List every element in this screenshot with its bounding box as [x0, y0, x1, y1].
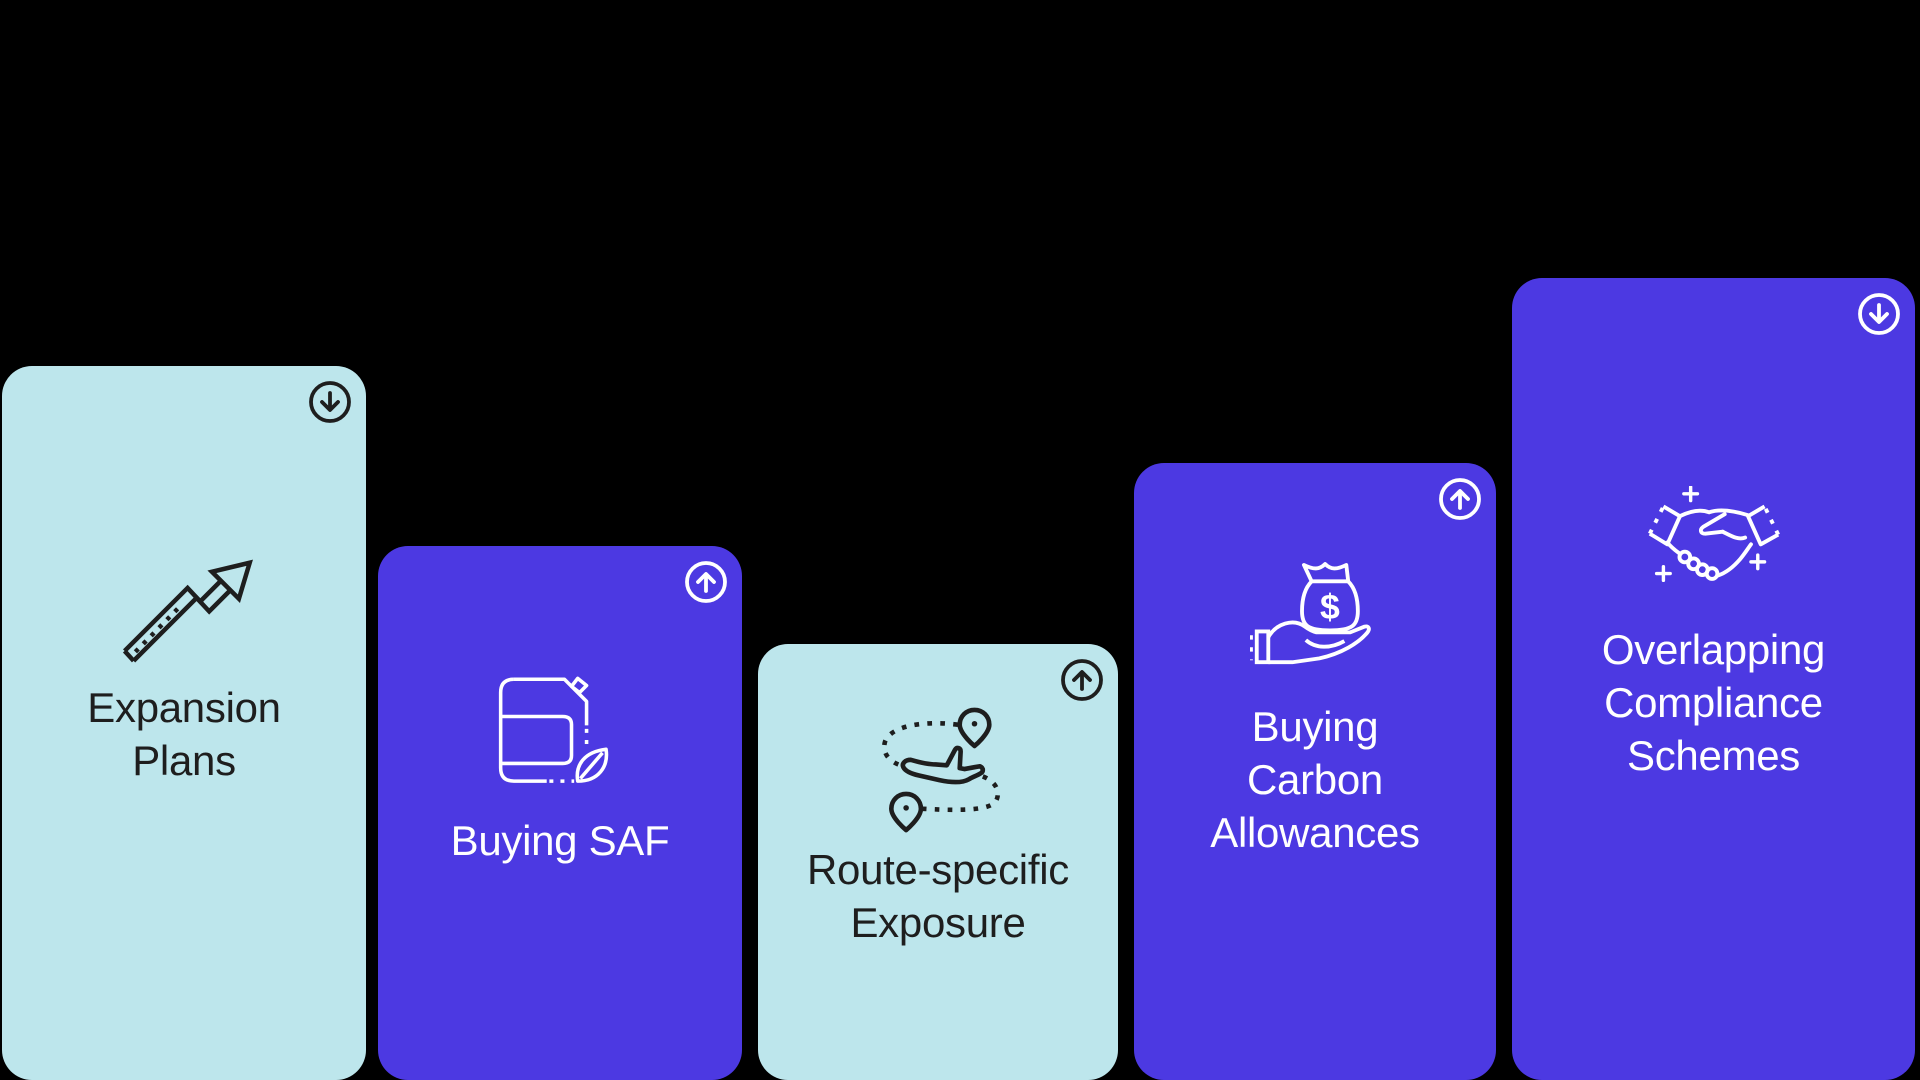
arrow-down-circle-icon — [308, 380, 352, 424]
card-title: Buying Carbon Allowances — [1210, 700, 1420, 859]
card-title: Expansion Plans — [87, 681, 281, 787]
plane-route-icon — [871, 694, 1005, 833]
svg-text:$: $ — [1320, 587, 1340, 627]
money-bag-hand-icon: $ — [1250, 558, 1380, 674]
card-overlapping-compliance-schemes: Overlapping Compliance Schemes — [1512, 278, 1915, 1080]
title-line: Carbon — [1247, 756, 1383, 803]
title-line: Expansion — [87, 684, 281, 731]
title-line: Buying SAF — [450, 817, 670, 864]
arrow-up-circle-icon — [684, 560, 728, 604]
card-title: Route-specific Exposure — [807, 843, 1069, 949]
title-line: Exposure — [850, 899, 1026, 946]
title-line: Allowances — [1210, 809, 1420, 856]
card-buying-carbon-allowances: $ Buying Carbon Allowances — [1134, 463, 1496, 1080]
title-line: Route-specific — [807, 846, 1069, 893]
fuel-can-leaf-icon — [498, 666, 622, 790]
arrow-down-circle-icon — [1857, 292, 1901, 336]
card-route-specific-exposure: Route-specific Exposure — [758, 644, 1118, 1080]
arrow-up-circle-icon — [1060, 658, 1104, 702]
title-line: Compliance — [1604, 679, 1823, 726]
arrow-up-circle-icon — [1438, 477, 1482, 521]
card-expansion-plans: Expansion Plans — [2, 366, 366, 1080]
card-buying-saf: Buying SAF — [378, 546, 742, 1080]
growth-arrow-icon — [112, 558, 256, 671]
handshake-icon — [1641, 486, 1787, 593]
title-line: Schemes — [1627, 732, 1800, 779]
card-title: Overlapping Compliance Schemes — [1602, 623, 1825, 782]
title-line: Buying — [1251, 703, 1379, 750]
title-line: Plans — [132, 737, 236, 784]
title-line: Overlapping — [1601, 626, 1826, 673]
card-title: Buying SAF — [451, 814, 670, 867]
